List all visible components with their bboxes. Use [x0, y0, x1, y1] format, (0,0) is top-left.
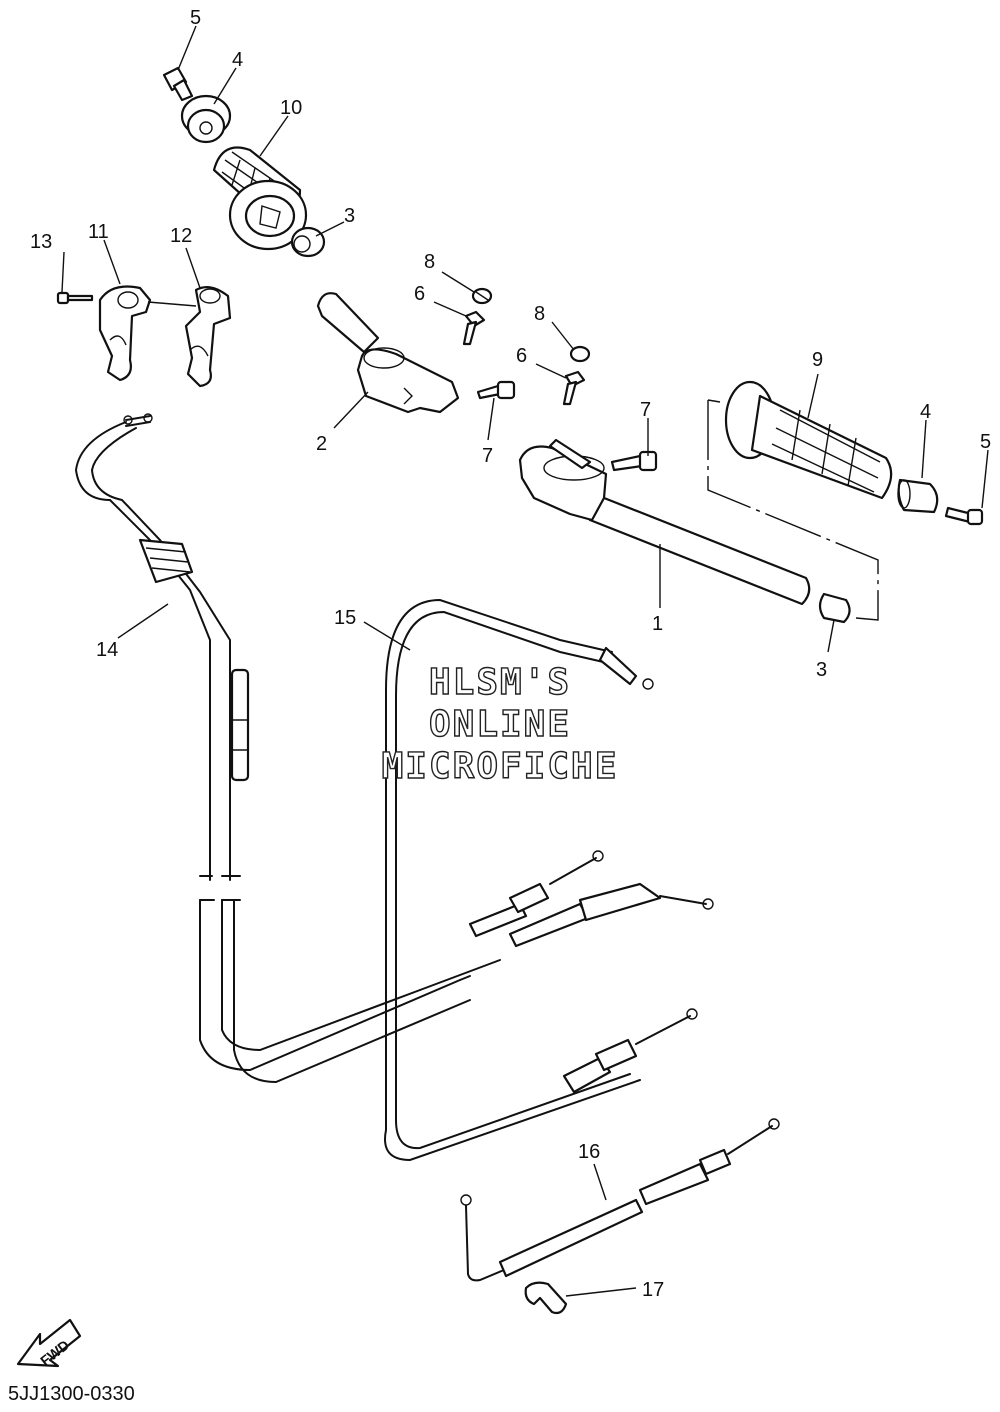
callout-1: 1 — [652, 613, 663, 635]
callout-10: 10 — [280, 97, 302, 119]
grip-9 — [724, 380, 893, 500]
callout-3: 3 — [816, 659, 827, 681]
throttle-grip-10 — [212, 146, 308, 251]
bolt-13 — [56, 291, 94, 305]
leader-lines — [61, 25, 989, 1297]
callout-9: 9 — [812, 349, 823, 371]
screw-6-upper — [462, 310, 486, 346]
callout-3: 3 — [344, 205, 355, 227]
elbow-17 — [524, 1281, 568, 1315]
handlebar-1 — [518, 438, 811, 606]
screw-7-right — [610, 450, 658, 472]
cable-ends-middle — [419, 850, 714, 1094]
callout-16: 16 — [578, 1141, 600, 1163]
clamp-11 — [98, 285, 152, 382]
callout-8: 8 — [534, 303, 545, 325]
bolt-5-right — [944, 506, 984, 526]
fwd-arrow: FWD — [16, 1318, 82, 1369]
bolt-5-left — [162, 66, 194, 102]
callout-6: 6 — [414, 283, 425, 305]
watermark-line-3: MICROFICHE — [382, 746, 619, 787]
callout-2: 2 — [316, 433, 327, 455]
screw-6-right — [562, 370, 586, 406]
cable-15 — [384, 598, 654, 1162]
throttle-cables-14 — [74, 413, 471, 1084]
callout-17: 17 — [642, 1279, 664, 1301]
spacer-3-lower — [818, 592, 851, 624]
callout-7: 7 — [482, 445, 493, 467]
cable-16 — [460, 1118, 780, 1282]
clamp-12 — [184, 285, 232, 388]
callout-4: 4 — [232, 49, 243, 71]
screw-7-upper — [476, 380, 516, 400]
callout-12: 12 — [170, 225, 192, 247]
callout-11: 11 — [88, 221, 109, 243]
screw-8-right — [569, 345, 591, 363]
callouts: 5 4 10 3 13 11 12 8 6 2 7 8 6 7 9 4 5 1 … — [30, 7, 991, 1301]
screw-8-upper — [471, 287, 493, 305]
callout-13: 13 — [30, 231, 52, 253]
callout-4: 4 — [920, 401, 931, 423]
callout-5: 5 — [980, 431, 991, 453]
callout-14: 14 — [96, 639, 118, 661]
spacer-3-upper — [290, 226, 326, 258]
callout-15: 15 — [334, 607, 356, 629]
callout-8: 8 — [424, 251, 435, 273]
watermark-line-2: ONLINE — [429, 704, 571, 745]
housing-2 — [316, 292, 460, 414]
diagram-code: 5JJ1300-0330 — [8, 1383, 135, 1405]
callout-6: 6 — [516, 345, 527, 367]
weight-4-left — [180, 94, 232, 144]
callout-7: 7 — [640, 399, 651, 421]
callout-5: 5 — [190, 7, 201, 29]
watermark-line-1: HLSM'S — [429, 662, 571, 703]
weight-4-right — [897, 478, 939, 514]
watermark: HLSM'S ONLINE MICROFICHE — [381, 661, 619, 787]
